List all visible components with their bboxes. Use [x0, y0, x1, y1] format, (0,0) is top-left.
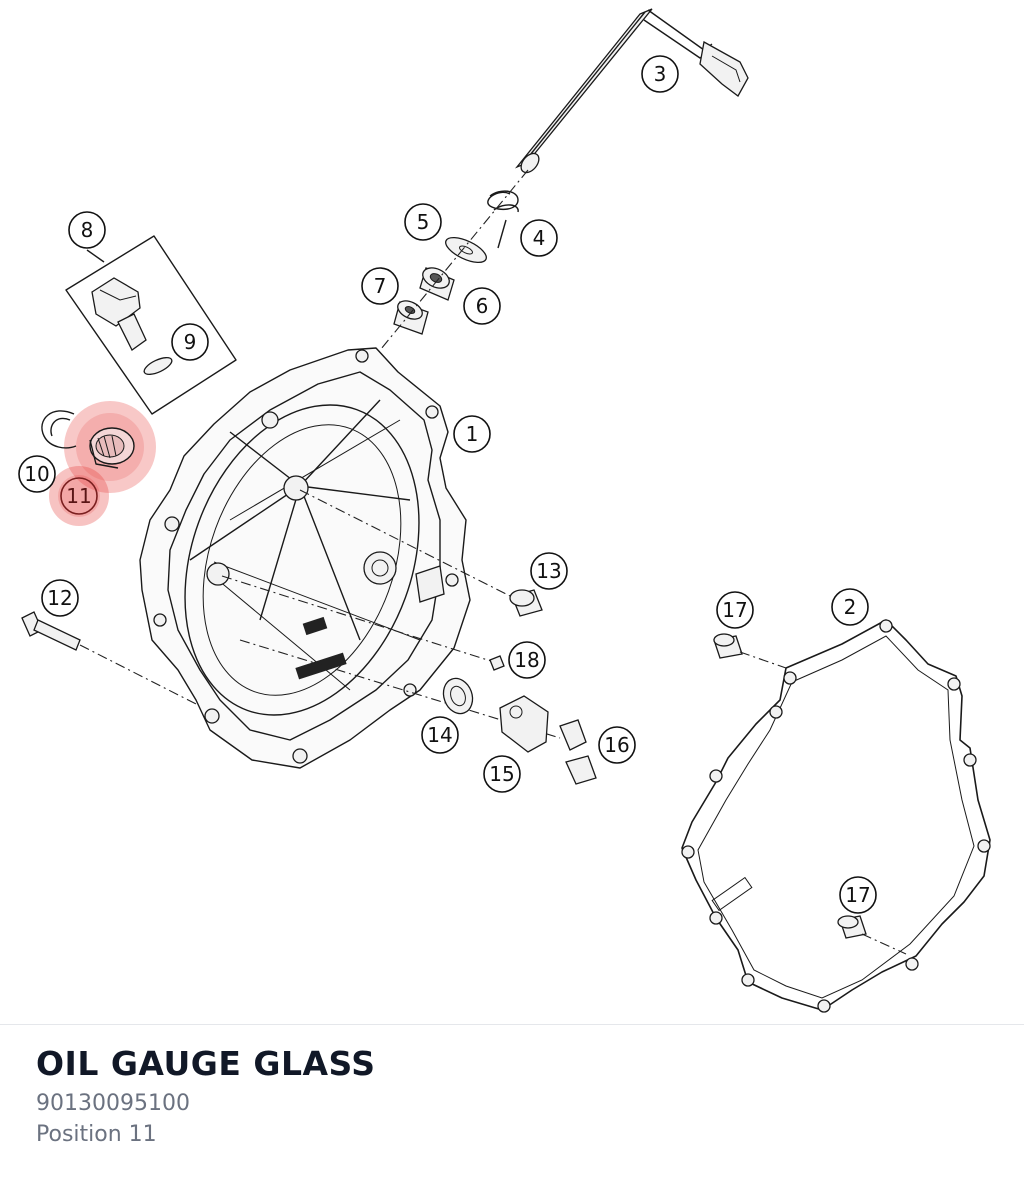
seal-ring-part [442, 677, 474, 715]
svg-text:2: 2 [844, 595, 857, 619]
callout-17-bottom[interactable]: 17 [839, 876, 877, 914]
svg-text:1: 1 [466, 422, 479, 446]
oil-plug-detail-box [65, 235, 237, 415]
bushing-part [393, 300, 429, 335]
svg-text:14: 14 [427, 723, 452, 747]
washer-part [445, 236, 487, 264]
svg-text:7: 7 [374, 274, 387, 298]
svg-text:6: 6 [476, 294, 489, 318]
callout-4[interactable]: 4 [520, 219, 558, 257]
cap-part [509, 589, 543, 617]
spring-part [487, 190, 519, 249]
svg-text:8: 8 [81, 218, 94, 242]
callout-12[interactable]: 12 [41, 579, 79, 617]
assembly-axis-shaft [371, 169, 529, 361]
selected-part-highlight [49, 401, 156, 526]
section-divider [0, 1024, 1024, 1025]
callout-6[interactable]: 6 [463, 287, 501, 325]
bearing-part [419, 267, 455, 301]
svg-text:10: 10 [24, 462, 49, 486]
callout-3[interactable]: 3 [641, 55, 679, 93]
svg-text:11: 11 [66, 484, 91, 508]
oil-gauge-glass-part [89, 427, 135, 469]
part-title: OIL GAUGE GLASS [36, 1044, 376, 1083]
callout-10[interactable]: 10 [18, 455, 56, 493]
callout-11[interactable]: 11 [60, 477, 98, 515]
circlip-part [41, 410, 77, 449]
svg-text:4: 4 [533, 226, 546, 250]
callout-7[interactable]: 7 [361, 267, 399, 305]
callout-5[interactable]: 5 [404, 203, 442, 241]
svg-text:9: 9 [184, 330, 197, 354]
callout-17-top[interactable]: 17 [716, 591, 754, 629]
callout-1[interactable]: 1 [453, 415, 491, 453]
callout-2[interactable]: 2 [831, 588, 869, 626]
callout-15[interactable]: 15 [483, 755, 521, 793]
bracket-plate-part [499, 695, 549, 753]
part-info-panel: OIL GAUGE GLASS 90130095100 Position 11 [36, 1040, 376, 1150]
assembly-axis-18 [221, 575, 495, 663]
callout-9[interactable]: 9 [171, 323, 209, 361]
small-screw-part [489, 655, 505, 671]
svg-text:18: 18 [514, 648, 539, 672]
svg-text:12: 12 [47, 586, 72, 610]
svg-text:5: 5 [417, 210, 430, 234]
callout-14[interactable]: 14 [421, 716, 459, 754]
long-bolt-part [21, 611, 201, 707]
part-position: Position 11 [36, 1122, 157, 1147]
svg-text:17: 17 [722, 598, 747, 622]
callout-13[interactable]: 13 [530, 552, 568, 590]
gasket-part [681, 619, 991, 1013]
svg-text:16: 16 [604, 733, 629, 757]
callout-8[interactable]: 8 [68, 211, 106, 249]
dowel-pins-part [713, 633, 907, 955]
shaft-lever-part [514, 8, 749, 174]
svg-text:13: 13 [536, 559, 561, 583]
bolts-part [559, 719, 597, 785]
callout-16[interactable]: 16 [598, 726, 636, 764]
callout-18[interactable]: 18 [508, 641, 546, 679]
part-number: 90130095100 [36, 1091, 190, 1116]
svg-text:3: 3 [654, 62, 667, 86]
clutch-cover-part [139, 347, 471, 769]
assembly-axis-16 [239, 639, 561, 739]
svg-text:17: 17 [845, 883, 870, 907]
svg-text:15: 15 [489, 762, 514, 786]
exploded-parts-diagram: 1 2 3 4 5 6 7 8 9 10 11 12 13 14 15 16 1… [18, 8, 991, 1013]
